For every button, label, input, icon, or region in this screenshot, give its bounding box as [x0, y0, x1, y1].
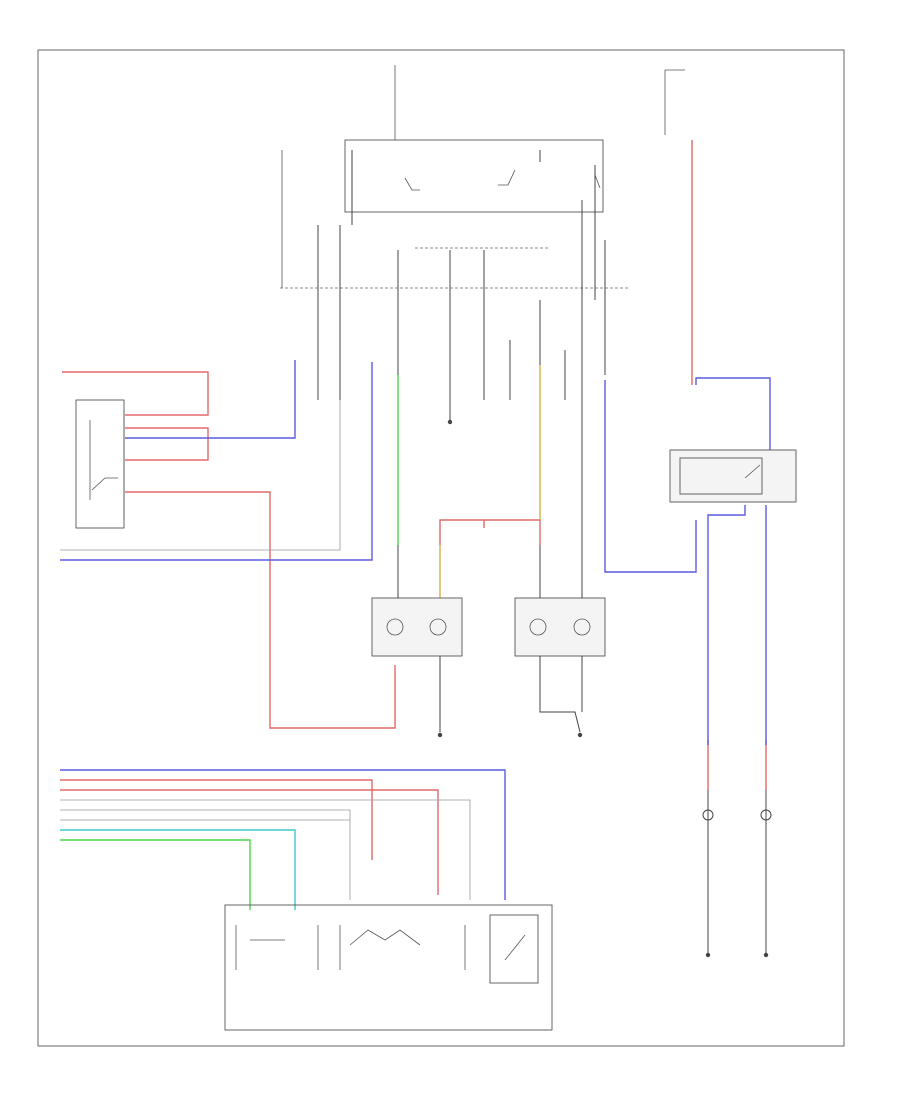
dim-relay: [75, 399, 125, 529]
combination-switch: [224, 904, 553, 1031]
ground-symbols: [437, 419, 769, 958]
headlight-relay-block: [344, 139, 604, 213]
yellow-wires: [439, 365, 541, 600]
hi-beam-relay: [669, 449, 797, 503]
right-headlight: [371, 597, 463, 657]
green-wires: [60, 375, 399, 910]
diagram-frame: [37, 49, 845, 1047]
left-headlight: [514, 597, 606, 657]
black-wires: [317, 150, 606, 520]
hi-beam-indicators: [702, 790, 772, 955]
blue-wires: [60, 360, 771, 900]
red-wires: [60, 140, 767, 895]
